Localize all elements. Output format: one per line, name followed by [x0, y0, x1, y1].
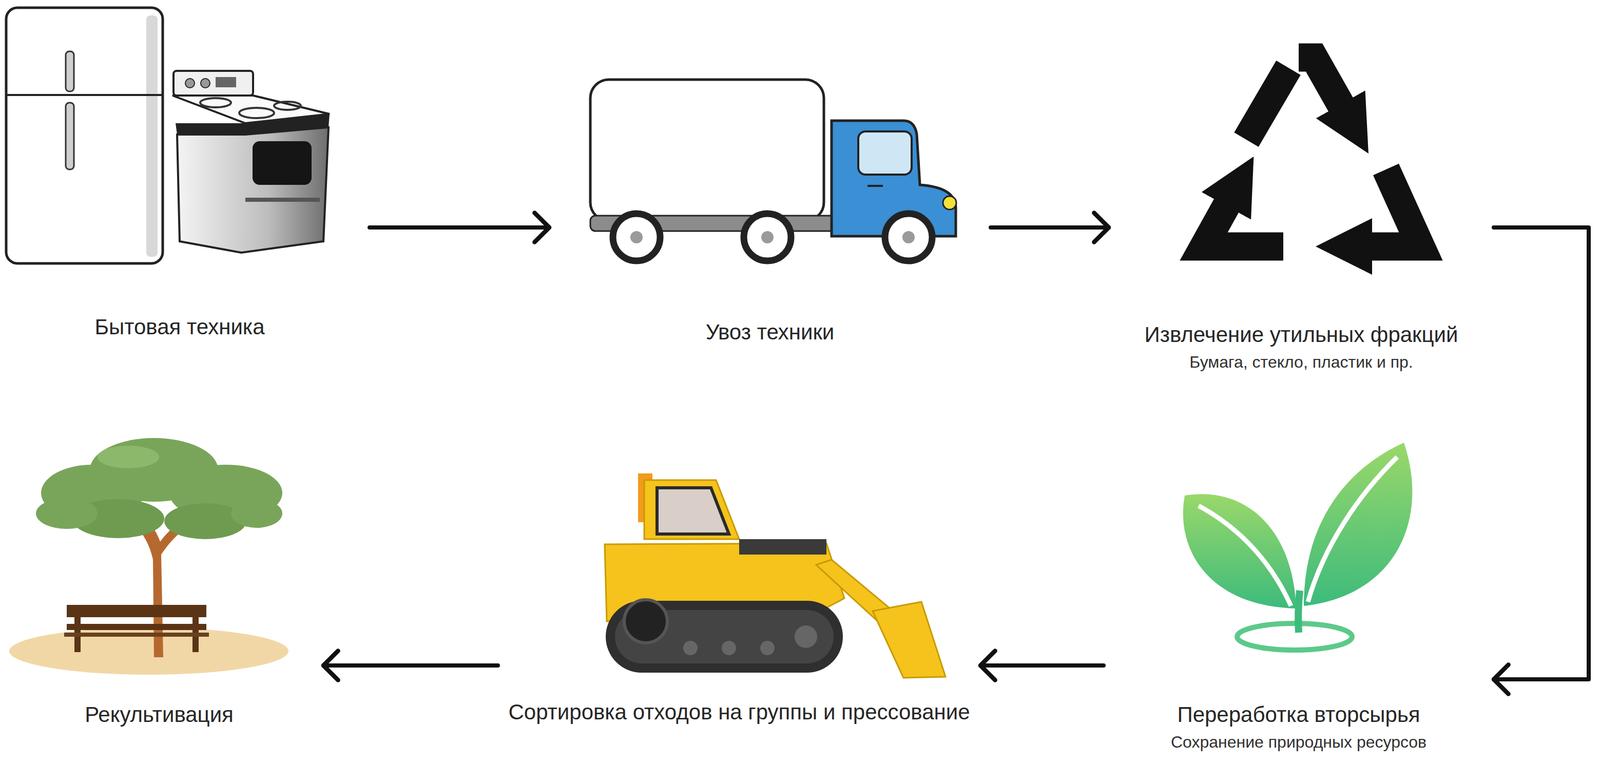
step-node: Сортировка отходов на группы и прессован… [508, 461, 971, 728]
recycle-symbol-part [1355, 169, 1421, 247]
fridge-icon [6, 7, 163, 264]
stove-icon-part [185, 78, 195, 88]
stove-icon-part [245, 197, 320, 202]
step-node: Переработка вторсырьяСохранение природны… [1113, 436, 1484, 754]
recycle-symbol [1203, 57, 1421, 247]
park-icon-part [230, 498, 283, 528]
step-caption: Увоз техники [559, 315, 981, 349]
flow-arrow [980, 663, 1104, 668]
bulldozer-icon-part [760, 640, 775, 655]
stove-icon-part [173, 70, 254, 96]
step-subcaption: Бумага, стекло, пластик и пр. [1119, 350, 1484, 374]
leaves-icon-part [1237, 623, 1353, 650]
stove-icon-part [177, 127, 329, 253]
step-caption: Переработка вторсырья [1113, 698, 1484, 731]
park-icon [9, 437, 289, 675]
stove-icon-part [239, 107, 275, 119]
step-node: Извлечение утильных фракцийБумага, стекл… [1119, 46, 1484, 374]
bulldozer-icon-part [721, 640, 737, 655]
stove-icon-part [274, 101, 301, 110]
bulldozer-icon-part [683, 640, 698, 655]
step-caption: Бытовая техника [0, 310, 360, 343]
stove-icon-part [200, 98, 231, 108]
truck-icon-part [630, 230, 643, 244]
fridge-icon-part [6, 7, 163, 264]
park-icon-part [66, 604, 207, 618]
bulldozer-icon-part [624, 599, 668, 643]
step-node: Увоз техники [559, 71, 981, 349]
step-node: Рекультивация [5, 441, 314, 731]
leaves-icon-part [1298, 590, 1300, 633]
connector-layer-part [323, 227, 1589, 680]
leaves-icon-part [1183, 493, 1297, 609]
leaves-icon-part [1307, 456, 1398, 602]
fridge-icon-part [146, 15, 158, 257]
flow-arrow [1493, 227, 1589, 680]
leaves-icon [1183, 442, 1413, 650]
truck-icon-part [858, 131, 912, 175]
fridge-icon-part [6, 93, 163, 96]
fridge-icon-part [65, 102, 74, 170]
truck-icon-part [590, 79, 824, 221]
stove-icon [172, 70, 330, 253]
stove-icon-part [200, 78, 210, 88]
truck-icon-part [867, 184, 883, 187]
park-icon-part [35, 497, 98, 529]
truck-icon-part [884, 213, 933, 261]
bulldozer-icon-part [657, 487, 729, 534]
park-icon-part [97, 445, 160, 469]
truck-icon-part [902, 230, 915, 244]
bulldozer-icon-part [794, 625, 818, 648]
bulldozer-icon-part [739, 538, 827, 555]
step-caption: Извлечение утильных фракций [1119, 318, 1484, 351]
step-node: Бытовая техника [0, 5, 360, 343]
truck-icon-part [761, 230, 774, 244]
flow-arrow [323, 663, 498, 668]
step-subcaption: Сохранение природных ресурсов [1113, 730, 1484, 754]
recycle-symbol-part [1246, 67, 1289, 140]
bulldozer-icon-part [872, 601, 946, 678]
stove-icon-part [252, 141, 312, 185]
step-caption: Сортировка отходов на группы и прессован… [508, 695, 971, 728]
park-icon-part [64, 632, 209, 637]
flow-arrow [369, 225, 550, 230]
flow-arrow [990, 225, 1109, 230]
leaves-icon-part [1303, 442, 1413, 606]
truck-icon-part [612, 213, 661, 261]
recycle-symbol-part [1203, 190, 1284, 247]
truck-icon-part [743, 213, 792, 261]
recycle-symbol-part [1298, 57, 1349, 120]
step-caption: Рекультивация [5, 698, 314, 731]
stove-icon-part [215, 76, 237, 88]
bulldozer-icon-part [644, 479, 740, 539]
truck-icon [590, 79, 957, 261]
park-icon-part [66, 623, 207, 630]
leaves-icon-part [1198, 505, 1291, 606]
park-icon-part [9, 627, 289, 675]
truck-icon-part [942, 196, 957, 210]
fridge-icon-part [65, 51, 74, 92]
bulldozer-icon [604, 473, 946, 678]
